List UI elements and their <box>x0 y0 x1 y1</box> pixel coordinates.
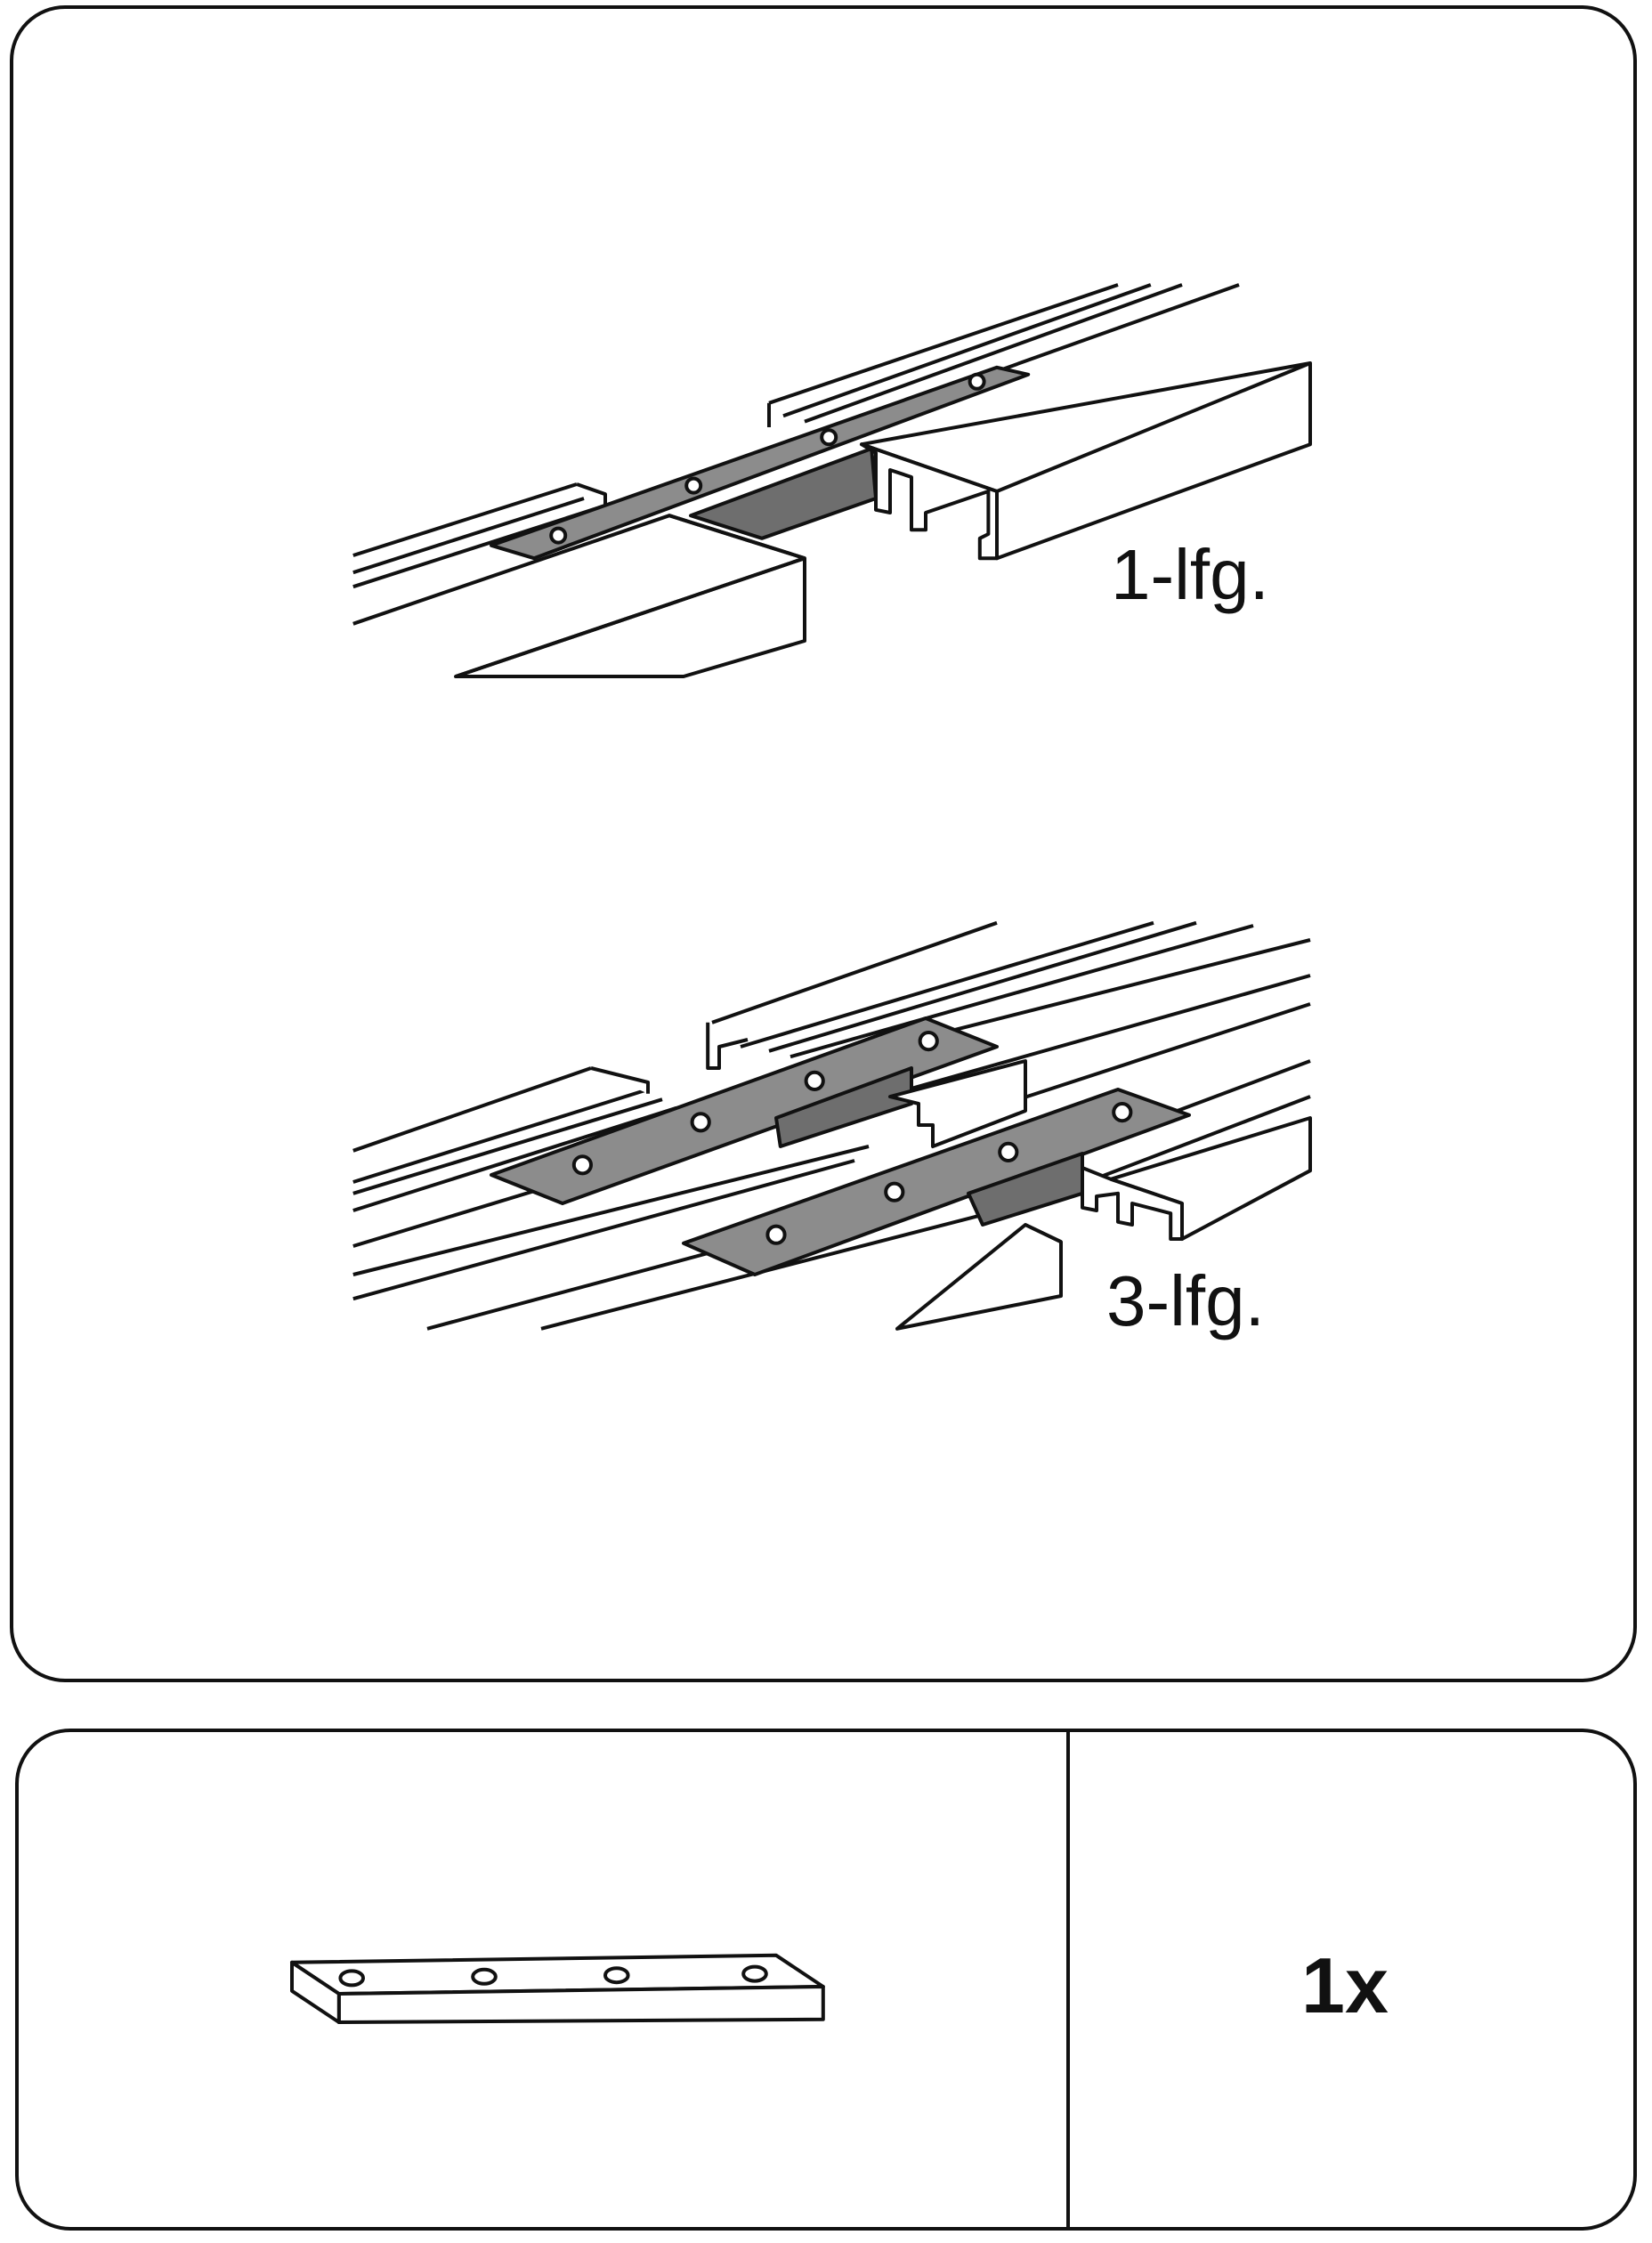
top-panel-frame <box>10 5 1637 1682</box>
single-track-label: 1-lfg. <box>1111 535 1269 614</box>
quantity-label: 1x <box>1301 1941 1389 2029</box>
single-track-connector-illustration <box>352 283 1313 679</box>
connector-plate-icon <box>290 1953 825 2025</box>
triple-track-connector-illustration <box>352 920 1313 1331</box>
triple-track-label: 3-lfg. <box>1106 1261 1265 1340</box>
parts-panel-frame <box>15 1729 1637 2231</box>
